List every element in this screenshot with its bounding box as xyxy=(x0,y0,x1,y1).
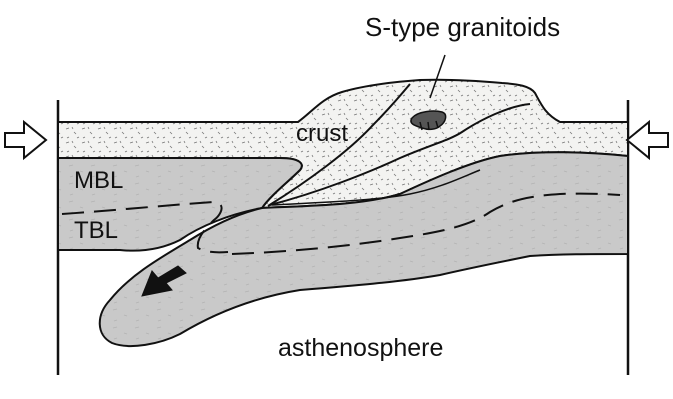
label-asthenosphere: asthenosphere xyxy=(278,334,443,362)
label-mbl: MBL xyxy=(74,167,123,194)
label-crust: crust xyxy=(296,120,348,147)
label-s-type-granitoids: S-type granitoids xyxy=(365,12,560,42)
label-tbl: TBL xyxy=(74,217,118,244)
compression-arrow-left-icon xyxy=(627,122,668,158)
compression-arrow-right-icon xyxy=(5,122,46,158)
